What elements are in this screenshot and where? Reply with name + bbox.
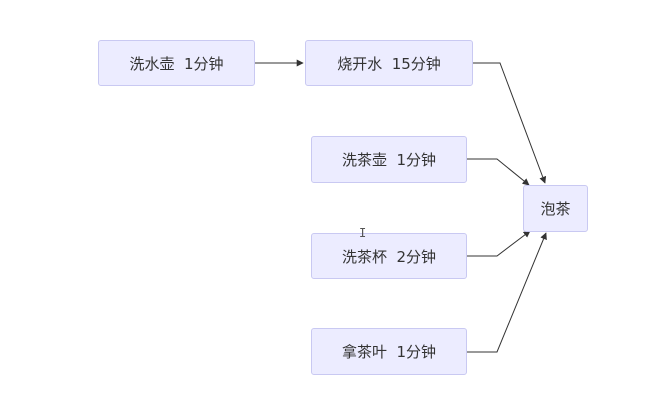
edge-wash-cup-to-brew-tea [467, 230, 531, 257]
node-get-leaves[interactable]: 拿茶叶 1分钟 [311, 328, 467, 375]
node-boil-water[interactable]: 烧开水 15分钟 [305, 40, 473, 86]
text-cursor-icon: I [359, 226, 367, 240]
edge-boil-water-to-brew-tea [473, 62, 547, 184]
node-label: 洗茶壶 1分钟 [341, 151, 437, 169]
node-label: 泡茶 [540, 200, 571, 218]
node-wash-kettle[interactable]: 洗水壶 1分钟 [98, 40, 255, 86]
edge-wash-teapot-to-brew-tea [467, 158, 530, 186]
node-label: 拿茶叶 1分钟 [341, 343, 437, 361]
node-label: 洗水壶 1分钟 [129, 54, 224, 73]
node-label: 烧开水 15分钟 [337, 54, 441, 73]
node-brew-tea[interactable]: 泡茶 [523, 185, 588, 232]
node-label: 洗茶杯 2分钟 [341, 247, 437, 266]
node-wash-teapot[interactable]: 洗茶壶 1分钟 [311, 136, 467, 183]
edge-get-leaves-to-brew-tea [467, 232, 547, 353]
node-wash-cup[interactable]: 洗茶杯 2分钟 [311, 233, 467, 279]
